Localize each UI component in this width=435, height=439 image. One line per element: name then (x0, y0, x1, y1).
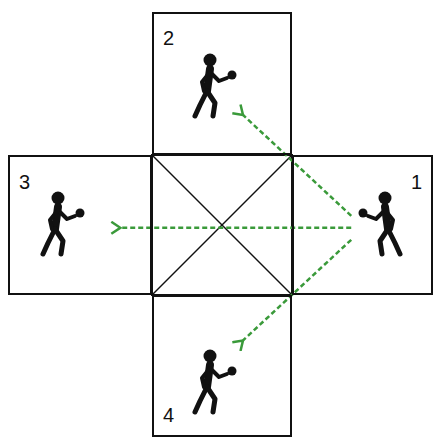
player-number: 4 (163, 405, 174, 425)
court-box: 3 (8, 155, 152, 295)
player-figure (359, 192, 401, 255)
court-box: 4 (152, 295, 292, 437)
court-box: 2 (152, 12, 292, 155)
player-number: 1 (411, 172, 422, 192)
player-figure (43, 192, 85, 255)
player-figure (195, 350, 237, 413)
player-number: 3 (19, 172, 30, 192)
player-number: 2 (163, 28, 174, 48)
pass-arrow (243, 115, 351, 216)
center-square (152, 155, 292, 295)
pass-arrow (120, 227, 351, 230)
player-figure (195, 54, 237, 117)
pass-arrow (243, 240, 351, 341)
center-diagonal (152, 155, 292, 295)
court-box: 1 (292, 155, 433, 295)
center-diagonal (152, 155, 292, 295)
